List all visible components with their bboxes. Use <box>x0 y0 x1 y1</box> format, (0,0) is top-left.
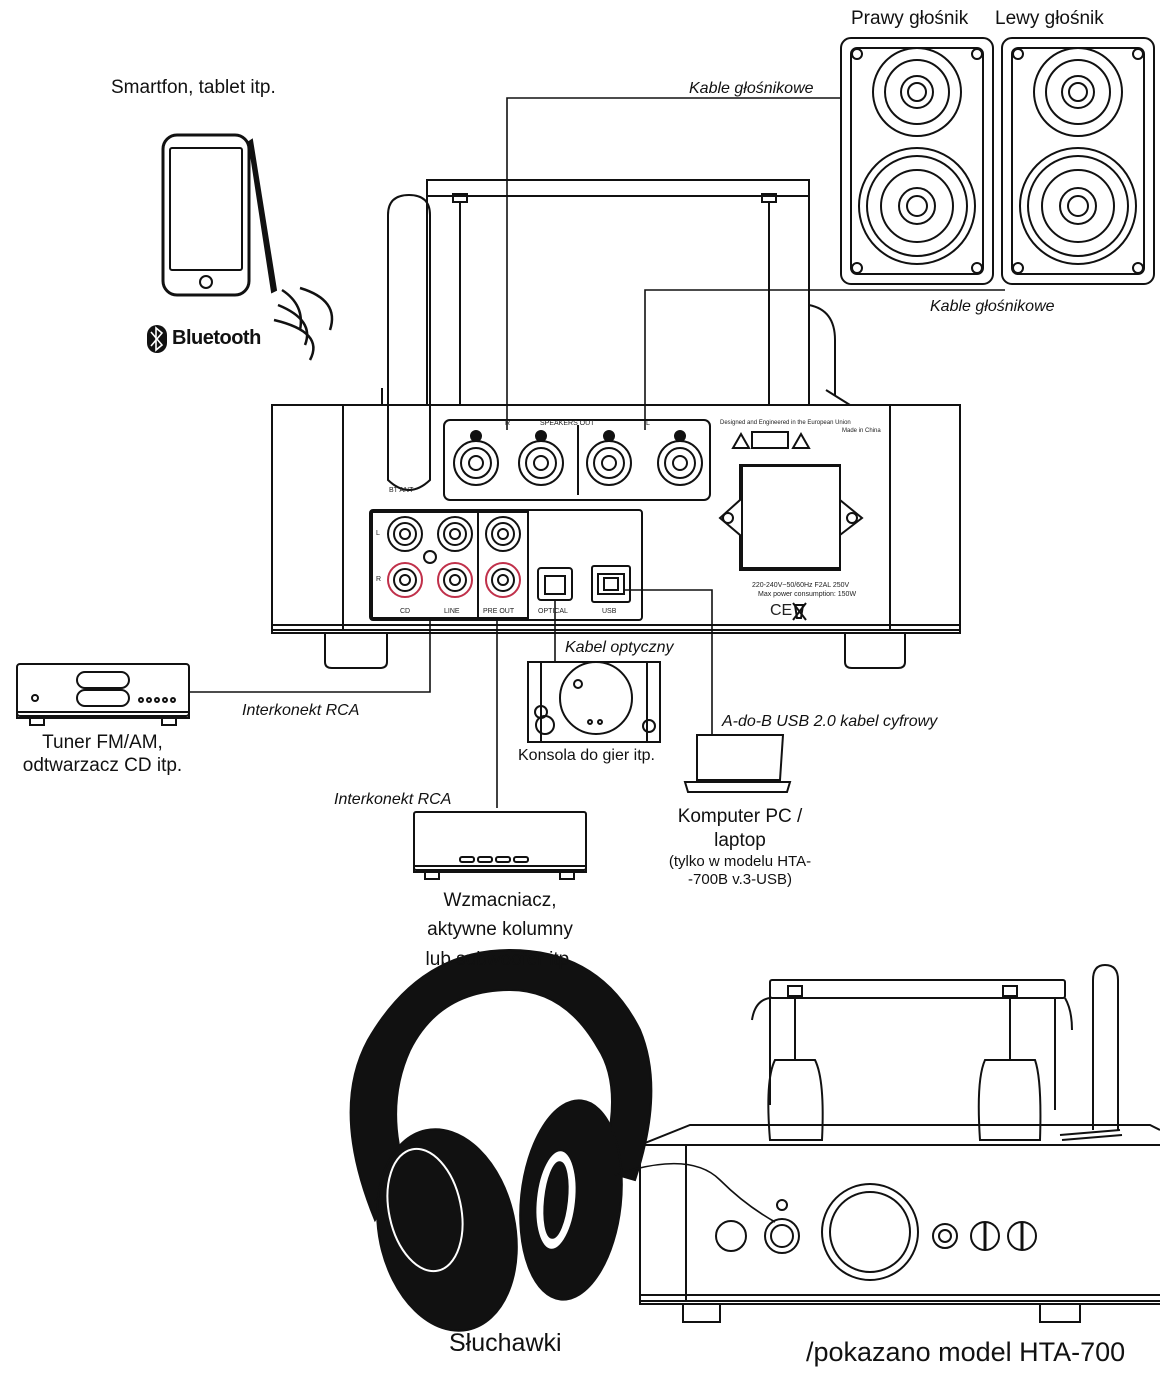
amplifier-front <box>639 963 1160 1323</box>
rca-preout-label: Interkonekt RCA <box>334 791 452 808</box>
power-amplifier <box>413 811 587 880</box>
amp-label-line3: lub subwoofer itp. <box>425 948 575 970</box>
made-in-label: Made in China <box>842 428 881 434</box>
headphones-label: Słuchawki <box>449 1329 562 1357</box>
tuner-label-line2: odtwarzacz CD itp. <box>22 754 183 776</box>
optical-label: OPTICAL <box>538 608 568 615</box>
left-speaker <box>1001 37 1155 285</box>
speaker-cables-bottom-label: Kable głośnikowe <box>930 298 1055 315</box>
left-speaker-label: Lewy głośnik <box>995 8 1104 29</box>
designed-label: Designed and Engineered in the European … <box>720 420 851 426</box>
pc-label: Komputer PC / laptop (tylko w modelu HTA… <box>640 805 840 890</box>
tuner-label: Tuner FM/AM, odtwarzacz CD itp. <box>0 732 205 778</box>
pc-note-line1: (tylko w modelu HTA- <box>668 852 812 870</box>
pc-note-line2: -700B v.3-USB) <box>688 871 792 889</box>
tuner-label-line1: Tuner FM/AM, <box>42 732 163 753</box>
amp-label-line1: Wzmacniacz, <box>443 890 557 911</box>
voltage-label: 220-240V~50/60Hz F2AL 250V <box>752 582 850 589</box>
amp-label-line2: aktywne kolumny <box>427 919 573 941</box>
optical-cable-label: Kabel optyczny <box>565 639 674 656</box>
tuner-device <box>16 663 190 726</box>
usb-label: USB <box>602 608 617 615</box>
smartphone-icon <box>161 133 334 361</box>
input-r-label: R <box>376 576 382 583</box>
smartphone-label: Smartfon, tablet itp. <box>111 77 276 98</box>
cables <box>190 97 1005 808</box>
console-label: Konsola do gier itp. <box>518 747 655 764</box>
bluetooth-logo-text: Bluetooth <box>172 327 261 349</box>
headphones-icon <box>349 948 776 1332</box>
speaker-cables-top-label: Kable głośnikowe <box>689 80 814 97</box>
right-speaker <box>840 37 994 285</box>
right-speaker-label: Prawy głośnik <box>851 8 969 29</box>
ce-mark: CE <box>770 602 793 619</box>
amplifier-rear <box>271 179 961 669</box>
rca-tuner-label: Interkonekt RCA <box>242 702 360 719</box>
pre-out-label: PRE OUT <box>483 608 515 615</box>
line-label: LINE <box>444 608 460 615</box>
pc-label-line2: laptop <box>714 829 766 851</box>
bt-ant-label: BT ANT <box>389 487 414 494</box>
game-console <box>527 661 661 743</box>
power-label: Max power consumption: 150W <box>758 591 857 598</box>
speakers-l-label: L <box>646 420 650 427</box>
model-note: /pokazano model HTA-700 <box>806 1337 1126 1367</box>
usb-cable-label: A-do-B USB 2.0 kabel cyfrowy <box>722 713 938 730</box>
speakers-out-label: SPEAKERS OUT <box>540 420 595 427</box>
cd-label: CD <box>400 608 411 615</box>
input-l-label: L <box>376 530 380 537</box>
amp-label: Wzmacniacz, aktywne kolumny lub subwoofe… <box>400 886 600 974</box>
bluetooth-icon <box>147 325 167 353</box>
laptop <box>683 734 792 793</box>
pc-label-line1: Komputer PC / <box>677 806 803 827</box>
speakers-r-label: R <box>505 420 511 427</box>
